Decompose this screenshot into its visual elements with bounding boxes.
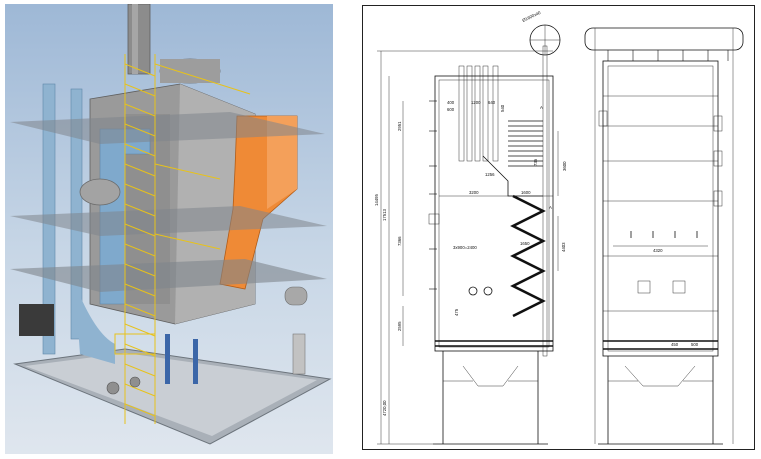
dim-screen-small: 735: [533, 158, 538, 166]
dim-side-a: 450: [671, 342, 679, 347]
dim-furnace-width: 3200: [469, 190, 479, 195]
dim-right-width: 4320: [653, 248, 663, 253]
pump-2: [129, 376, 141, 388]
dim-overall-height: 14495: [374, 193, 379, 206]
dim-top-mid-a: 1200: [471, 100, 481, 105]
steam-drum: [160, 59, 220, 83]
platform-lower: [10, 259, 327, 292]
dim-side-b: 500: [691, 342, 699, 347]
dim-duct-width: 1256: [485, 172, 495, 177]
dim-support-height: 4720,00: [382, 400, 387, 416]
platform-top: [10, 112, 325, 144]
dim-upper-right: 3600: [562, 161, 567, 171]
dim-burner-small: 475: [454, 308, 459, 316]
dim-econ-inner: 1650: [520, 241, 530, 246]
fan-block: [19, 304, 54, 336]
engineering-drawing: Ø1600x40: [362, 5, 755, 450]
dim-econ-height: 4403: [561, 242, 566, 252]
dim-top-left-a: 400: [447, 100, 455, 105]
dim-bottom-section: 2595: [397, 321, 402, 331]
pump-1: [106, 381, 120, 395]
arrow-a-2: A: [549, 205, 552, 210]
economizer-coil: [510, 194, 546, 318]
arrow-a-1: A: [540, 105, 543, 110]
dim-top-right: 540: [500, 104, 505, 112]
dim-upper-left: 2951: [397, 121, 402, 131]
drum-label: Ø1600x40: [521, 10, 542, 23]
boiler-side-view: 4320 450 500: [584, 27, 744, 445]
dim-top-mid-b: 640: [488, 100, 496, 105]
boiler-3d-model: [5, 4, 333, 454]
chimney-stack: [127, 4, 151, 75]
side-drum-left: [79, 178, 121, 206]
dim-burner-spacing: 3x900=2400: [453, 245, 477, 250]
yellow-staircase: [114, 54, 251, 424]
dim-lower-furnace: 17513: [382, 208, 387, 221]
dim-econ-width: 1600: [521, 190, 531, 195]
dim-mid-section: 7366: [397, 236, 402, 246]
platform-middle: [10, 206, 327, 236]
dim-top-left-b: 600: [447, 107, 455, 112]
boiler-section-view: [428, 45, 554, 445]
